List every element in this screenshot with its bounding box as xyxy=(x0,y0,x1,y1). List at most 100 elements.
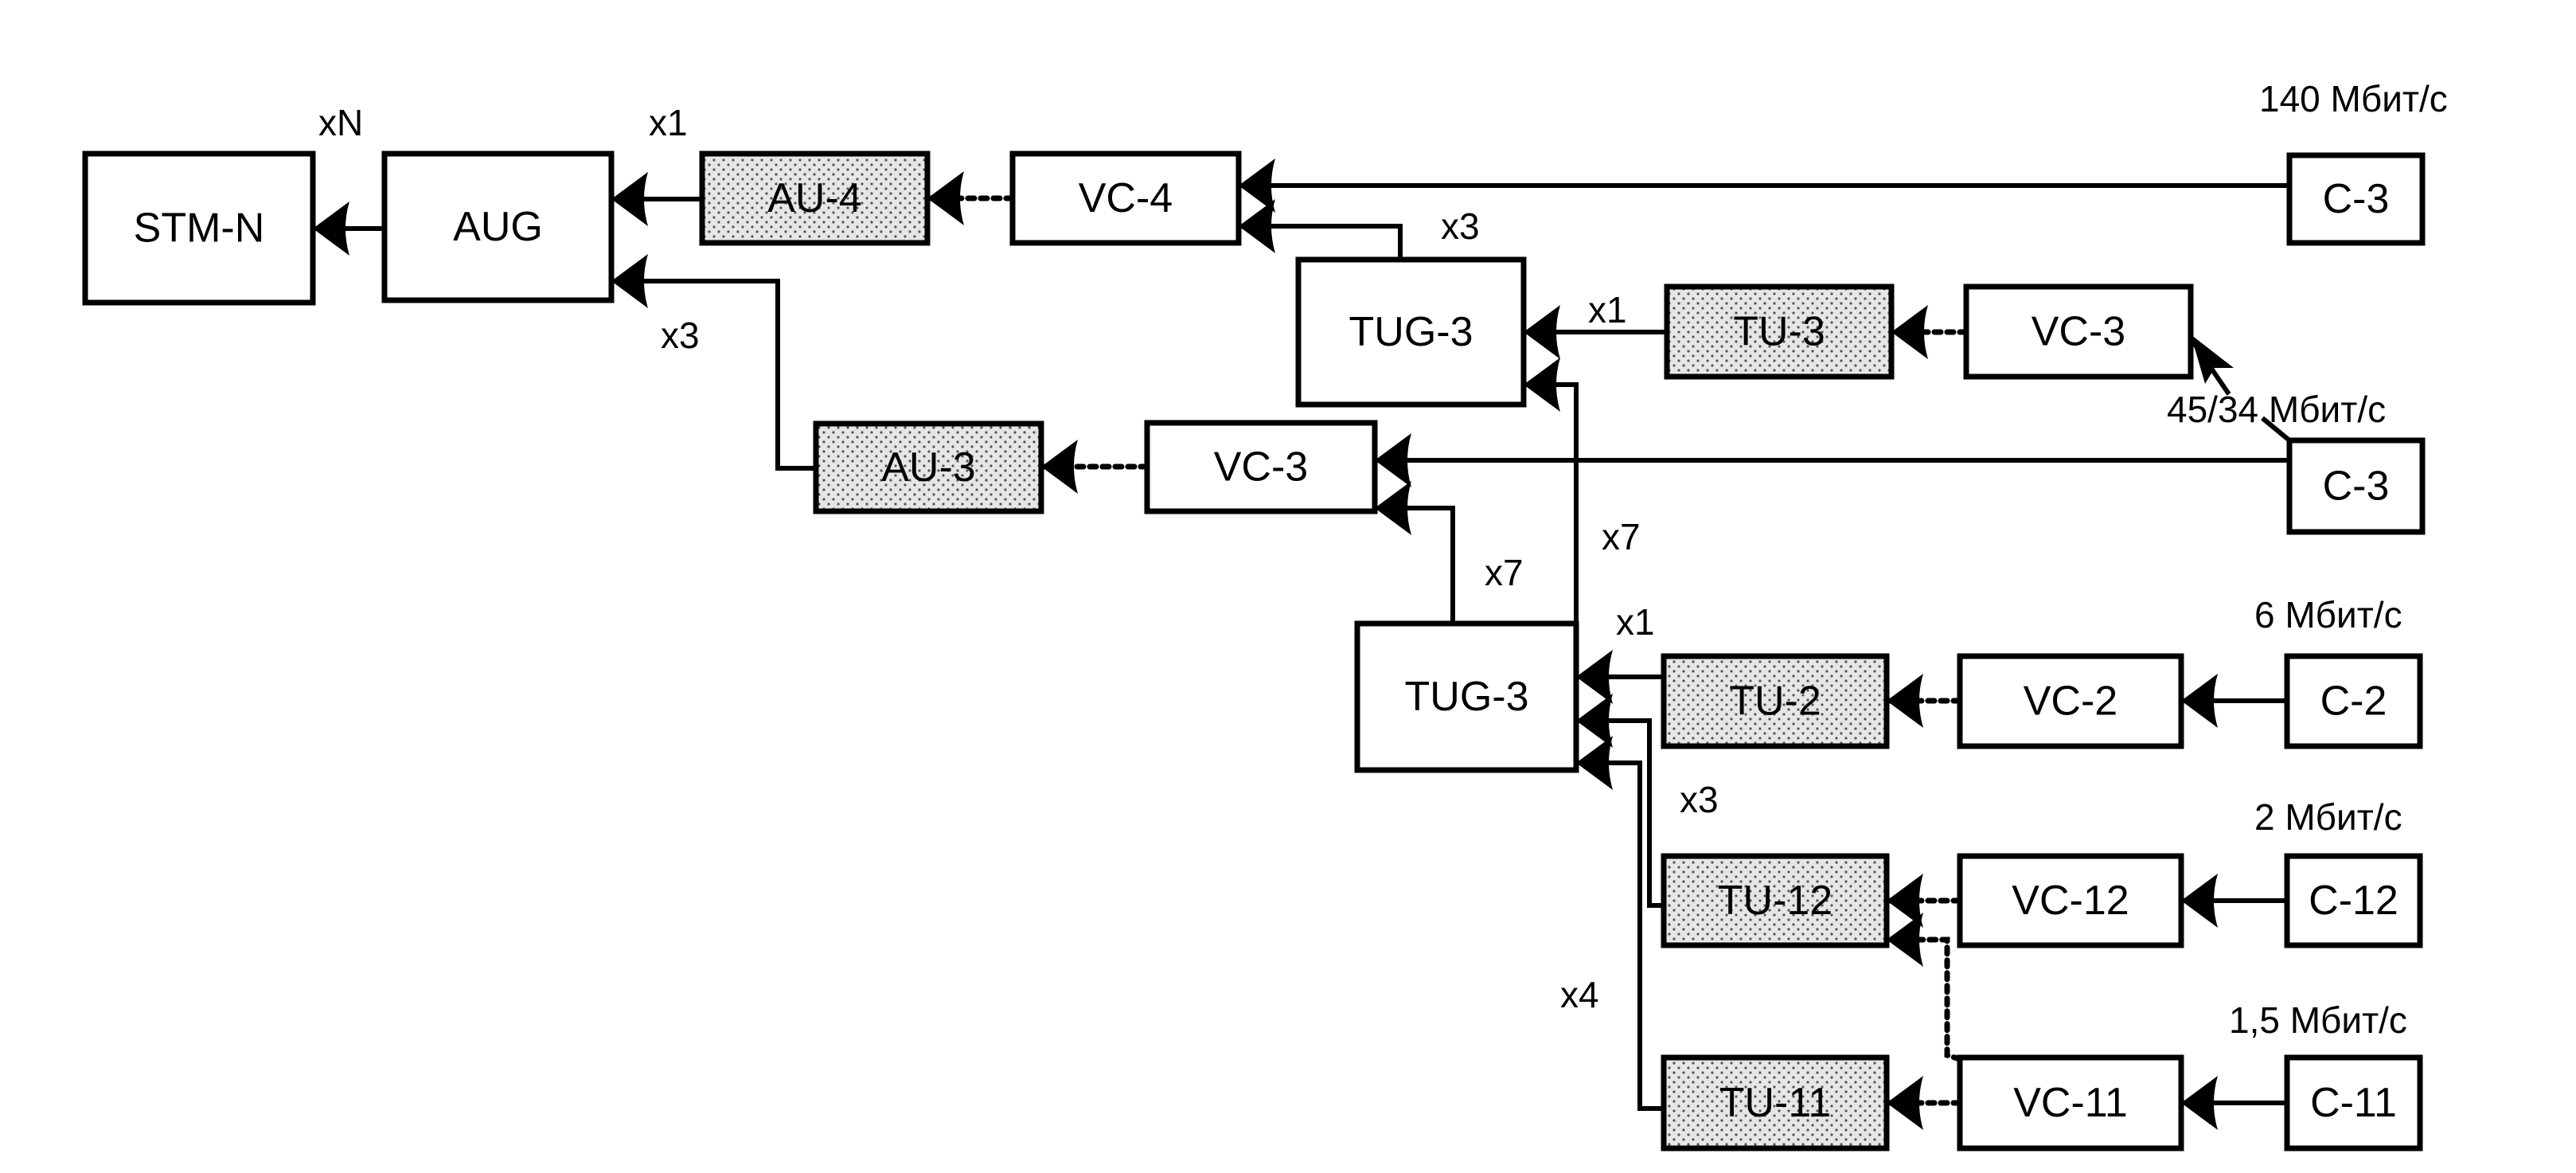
node-box xyxy=(1664,283,1895,380)
rate-c3-mid: 45/34 Мбит/с xyxy=(2167,389,2386,430)
wire-tu3-tug3-arrowhead xyxy=(1524,305,1560,359)
node-box xyxy=(2286,437,2426,535)
wire-vc12-tu12-arrowhead xyxy=(1887,874,1923,928)
wire-au3-aug xyxy=(611,279,816,471)
node-label: TUG-3 xyxy=(1349,309,1473,355)
node-label: VC-2 xyxy=(2024,678,2117,725)
node-label: TU-2 xyxy=(1729,678,1821,725)
wire-tu12-tug2 xyxy=(1576,718,1664,908)
node-vc-12: VC-12 xyxy=(1957,853,2184,948)
node-c-2: C-2 xyxy=(2284,653,2423,749)
wire-tug3-vc4-arrowhead xyxy=(1239,199,1275,253)
node-label: C-3 xyxy=(2323,463,2390,510)
node-vc-11: VC-11 xyxy=(1957,1054,2184,1151)
node-box xyxy=(699,151,931,246)
node-vc-2: VC-2 xyxy=(1957,653,2184,749)
node-box xyxy=(1661,653,1890,749)
node-label: TU-12 xyxy=(1718,878,1832,924)
node-label: VC-3 xyxy=(1214,444,1308,491)
wire-au4-aug-arrowhead xyxy=(611,172,648,226)
node-vc-4: VC-4 xyxy=(1009,151,1242,246)
node-label: VC-4 xyxy=(1079,175,1173,221)
node-label: C-11 xyxy=(2310,1080,2397,1126)
wire-au3-aug-arrowhead xyxy=(611,254,648,308)
node-box xyxy=(2284,1054,2423,1151)
node-label: STM-N xyxy=(134,205,265,252)
node-label: VC-11 xyxy=(2013,1080,2128,1126)
wire-tu12-tug2-arrowhead xyxy=(1576,694,1613,748)
node-box xyxy=(1661,853,1890,948)
wire-vc3-au3-arrowhead xyxy=(1041,440,1078,494)
rate-c11: 1,5 Мбит/с xyxy=(2229,999,2407,1041)
node-tu-3: TU-3 xyxy=(1664,283,1895,380)
connections xyxy=(313,158,2291,1130)
wire-c3mid-vc3-arrowhead xyxy=(2191,334,2234,384)
node-box xyxy=(1957,853,2184,948)
node-label: AU-4 xyxy=(767,175,861,221)
node-box xyxy=(1009,151,1242,246)
mult-tu11-x4: x4 xyxy=(1560,974,1599,1015)
wire-tu2-tug2-arrowhead xyxy=(1576,650,1613,704)
wire-tug2-tug3 xyxy=(1524,382,1579,624)
node-box xyxy=(82,151,316,306)
node-au-3: AU-3 xyxy=(813,420,1044,514)
node-box xyxy=(1354,620,1579,773)
mult-tug3-x3: x3 xyxy=(1441,205,1480,247)
wire-vc11-tu12 xyxy=(1883,936,1963,1062)
node-aug: AUG xyxy=(381,151,615,303)
node-box xyxy=(1957,1054,2184,1151)
wire-tug3-vc4 xyxy=(1239,224,1403,260)
node-box xyxy=(1957,653,2184,749)
node-label: C-3 xyxy=(2323,176,2390,222)
wire-tug3-vc3-arrowhead xyxy=(1375,481,1411,535)
node-c-3-top: C-3 xyxy=(2286,152,2426,246)
node-box xyxy=(381,151,615,303)
rate-c12: 2 Мбит/с xyxy=(2254,796,2402,838)
node-c-12: C-12 xyxy=(2284,853,2423,948)
wire-tug3-vc3 xyxy=(1375,506,1455,624)
node-label: TU-3 xyxy=(1733,309,1825,355)
mult-xn: xN xyxy=(318,102,363,143)
node-label: VC-12 xyxy=(2012,878,2129,924)
node-box xyxy=(1661,1054,1890,1151)
mult-tug3-x7: x7 xyxy=(1485,552,1524,593)
wire-aug-stm-arrowhead xyxy=(313,201,349,256)
wire-vc3-tu3-arrowhead xyxy=(1891,305,1928,359)
node-c-11: C-11 xyxy=(2284,1054,2423,1151)
mult-tu2-x1: x1 xyxy=(1616,601,1655,643)
node-label: C-12 xyxy=(2309,878,2398,924)
wire-vc11-tu11-arrowhead xyxy=(1887,1076,1923,1130)
mult-tug2-x7: x7 xyxy=(1602,516,1641,557)
wire-vc11-tu12-arrowhead xyxy=(1887,913,1923,967)
node-box xyxy=(1144,420,1378,514)
node-tug-3-upper: TUG-3 xyxy=(1295,256,1527,408)
node-label: TUG-3 xyxy=(1405,674,1529,720)
mult-tu3-x1: x1 xyxy=(1588,289,1627,330)
node-box xyxy=(2286,152,2426,246)
node-box xyxy=(1963,283,2194,380)
node-tu-12: TU-12 xyxy=(1661,853,1890,948)
wire-vc2-tu2-arrowhead xyxy=(1887,674,1923,728)
node-vc-3-right: VC-3 xyxy=(1963,283,2194,380)
node-label: AUG xyxy=(453,204,543,250)
node-stm-n: STM-N xyxy=(82,151,316,306)
wire-c12-vc12-arrowhead xyxy=(2181,874,2218,928)
wire-c2-vc2-arrowhead xyxy=(2181,674,2218,728)
wire-tug2-tug3-arrowhead xyxy=(1524,358,1560,412)
node-label: AU-3 xyxy=(881,444,975,491)
wire-c11-vc11-arrowhead xyxy=(2181,1076,2218,1130)
rate-c3-top: 140 Мбит/с xyxy=(2259,78,2448,119)
mult-au3-x3: x3 xyxy=(661,315,700,356)
node-label: TU-11 xyxy=(1719,1080,1832,1126)
node-box xyxy=(2284,653,2423,749)
wire-c3top-vc4-arrowhead xyxy=(1239,158,1275,213)
node-au-4: AU-4 xyxy=(699,151,931,246)
node-tu-2: TU-2 xyxy=(1661,653,1890,749)
node-box xyxy=(2284,853,2423,948)
node-c-3-mid: C-3 xyxy=(2286,437,2426,535)
node-vc-3-mid: VC-3 xyxy=(1144,420,1378,514)
node-box xyxy=(1295,256,1527,408)
wire-tu11-tug2-arrowhead xyxy=(1576,736,1613,790)
